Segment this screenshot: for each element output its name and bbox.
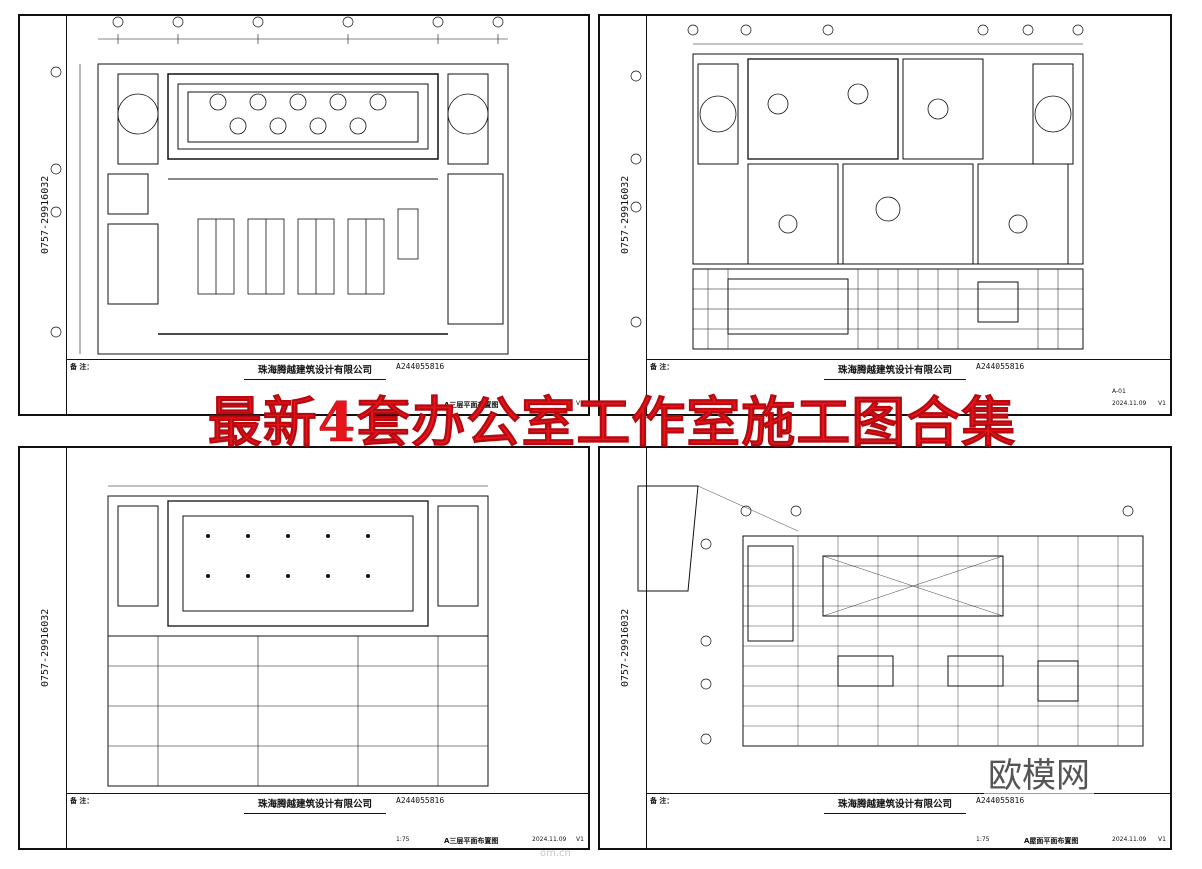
notes-heading: 备 注： <box>650 797 674 805</box>
phone-number: 0757-29916032 <box>620 175 631 255</box>
ceiling-plan-office-3 <box>18 446 590 850</box>
drawing-sheet-2: 0757-29916032 备 注： 珠海腾越建筑设计有限公司 A2440558… <box>598 14 1172 416</box>
phone-number: 0757-29916032 <box>620 608 631 688</box>
notes-heading: 备 注： <box>70 363 94 371</box>
drawing-date: 2024.11.09 <box>1112 836 1147 843</box>
project-code: A244055816 <box>976 796 1025 805</box>
company-name: 珠海腾越建筑设计有限公司 <box>824 362 966 380</box>
title-block: 备 注： 珠海腾越建筑设计有限公司 A244055816 1:75 A三层平面布… <box>66 793 590 850</box>
drawing-title: A三层平面布置图 <box>444 837 499 845</box>
floor-plan-office-2 <box>598 14 1172 416</box>
drawing-date: 2024.11.09 <box>1112 400 1147 407</box>
phone-number: 0757-29916032 <box>40 608 51 688</box>
project-code: A244055816 <box>396 796 445 805</box>
phone-number: 0757-29916032 <box>40 175 51 255</box>
scale-value: 1:75 <box>396 836 410 843</box>
project-code: A244055816 <box>976 362 1025 371</box>
company-name: 珠海腾越建筑设计有限公司 <box>244 796 386 814</box>
drawing-date: 2024.11.09 <box>532 836 567 843</box>
notes-heading: 备 注： <box>650 363 674 371</box>
drawing-sheet-3: 0757-29916032 备 注： 珠海腾越建筑设计有限公司 A2440558… <box>18 446 590 850</box>
watermark-url: om.cn <box>540 848 571 859</box>
version-label: V1 <box>576 836 584 843</box>
company-name: 珠海腾越建筑设计有限公司 <box>824 796 966 814</box>
title-block: 备 注： 珠海腾越建筑设计有限公司 A244055816 1:75 A三层平面布… <box>66 359 590 416</box>
sheet-side-strip: 0757-29916032 <box>18 14 67 416</box>
drawing-date: 2024.11.09 <box>532 400 567 407</box>
scale-value: 1:75 <box>396 400 410 407</box>
sheet-side-strip: 0757-29916032 <box>598 14 647 416</box>
drawing-title: A屋面平面布置图 <box>1024 837 1079 845</box>
scale-value: 1:75 <box>976 836 990 843</box>
sheet-side-strip: 0757-29916032 <box>598 446 647 850</box>
headline-banner: 最新4套办公室工作室施工图合集 <box>207 390 1017 455</box>
company-name: 珠海腾越建筑设计有限公司 <box>244 362 386 380</box>
floor-plan-office-1 <box>18 14 590 416</box>
drawing-title: A三层平面布置图 <box>444 401 499 409</box>
drawing-sheet-1: 0757-29916032 备 注： 珠海腾越建筑设计有限公司 A2440558… <box>18 14 590 416</box>
version-label: V1 <box>1158 400 1166 407</box>
watermark-logo: 欧模网 <box>984 748 1094 797</box>
roof-plan-office-4 <box>598 446 1172 850</box>
sheet-side-strip: 0757-29916032 <box>18 446 67 850</box>
version-label: V1 <box>1158 836 1166 843</box>
version-label: V1 <box>576 400 584 407</box>
title-block: 备 注： 珠海腾越建筑设计有限公司 A244055816 1:75 A屋面平面布… <box>646 793 1172 850</box>
notes-heading: 备 注： <box>70 797 94 805</box>
title-block: 备 注： 珠海腾越建筑设计有限公司 A244055816 A-01 2024.1… <box>646 359 1172 416</box>
project-code: A244055816 <box>396 362 445 371</box>
drawing-number: A-01 <box>1112 388 1126 395</box>
